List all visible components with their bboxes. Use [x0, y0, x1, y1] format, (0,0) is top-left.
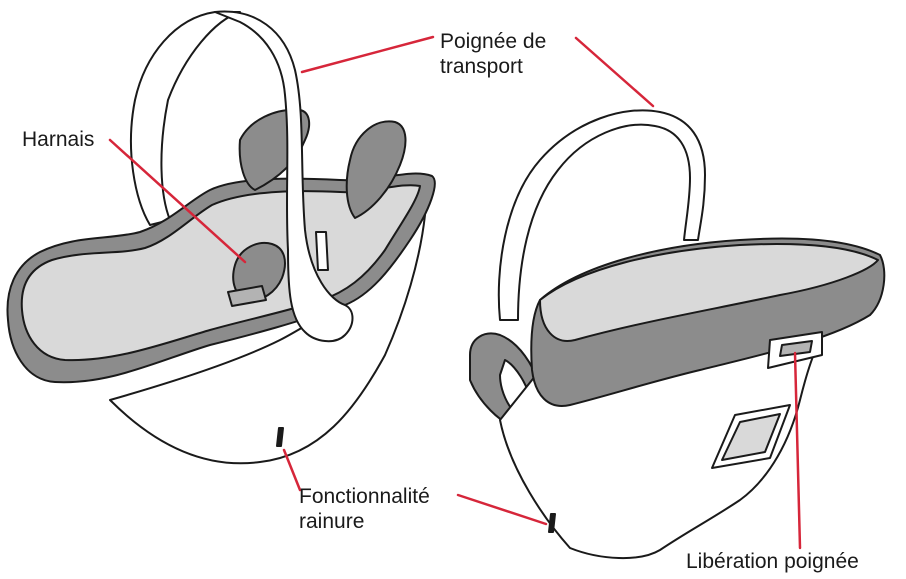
carry-handle-label: Poignée de transport	[440, 29, 546, 79]
groove-feature-label-line1: Fonctionnalité	[299, 484, 430, 509]
carry-handle-label-line2: transport	[440, 54, 546, 79]
left-handle-clip	[316, 232, 328, 270]
left-car-seat	[7, 12, 434, 464]
groove-feature-label-line2: rainure	[299, 509, 430, 534]
carry-handle-label-line1: Poignée de	[440, 29, 546, 54]
groove-feature-label: Fonctionnalité rainure	[299, 484, 430, 534]
right-groove-slot	[549, 514, 555, 532]
leader-handle-left	[302, 37, 433, 72]
leader-handle-right	[576, 38, 653, 106]
handle-release-label: Libération poignée	[686, 549, 859, 574]
left-groove-slot	[277, 428, 283, 446]
leader-groove-left	[284, 450, 300, 490]
right-car-seat	[470, 110, 884, 558]
harness-label: Harnais	[22, 127, 94, 152]
